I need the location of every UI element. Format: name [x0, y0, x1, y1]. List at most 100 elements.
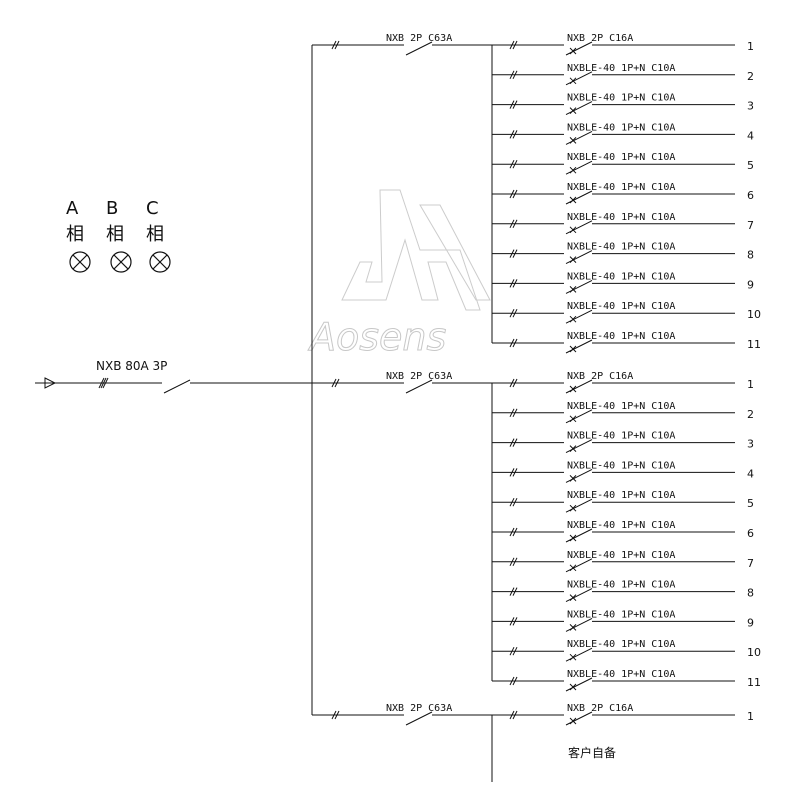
cable-slash [509, 617, 515, 626]
circuit-breaker-label: NXBLE-40 1P+N C10A [567, 460, 675, 471]
cable-slash [509, 159, 515, 169]
circuit-number: 1 [747, 40, 754, 53]
circuit-breaker-label: NXBLE-40 1P+N C10A [567, 152, 675, 163]
cable-slash [512, 438, 518, 447]
circuit-number: 6 [747, 189, 754, 202]
circuit-trip-mark [569, 315, 577, 323]
phase-b-letter: B [106, 198, 118, 219]
circuit-trip-mark [569, 385, 577, 393]
group-breaker-label: NXB 2P C63A [386, 33, 452, 44]
circuit-trip-mark [569, 137, 577, 144]
main-breaker-label: NXB 80A 3P [96, 359, 167, 373]
cable-slash [512, 279, 518, 288]
circuit-breaker-contact [565, 588, 593, 603]
cable-slash [509, 468, 515, 477]
circuit-trip-mark [569, 47, 577, 55]
circuit-breaker-label: NXB 2P C16A [567, 33, 633, 44]
cable-slash [512, 646, 518, 656]
cable-slash [509, 100, 515, 109]
cable-slash [331, 710, 337, 720]
circuit-breaker-label: NXBLE-40 1P+N C10A [567, 212, 675, 223]
circuit-trip-mark [569, 445, 577, 452]
circuit-breaker-contact [565, 190, 593, 205]
circuit-number: 8 [747, 249, 754, 262]
circuit-trip-mark [569, 534, 577, 542]
cable-slash [334, 40, 340, 50]
cable-slash [512, 408, 518, 418]
circuit-breaker-contact [565, 130, 593, 145]
phase-a-lamp-icon [69, 251, 91, 273]
circuit-number: 3 [747, 100, 754, 113]
cable-slash [512, 40, 518, 50]
circuit-trip-mark [569, 594, 577, 601]
cable-slash [509, 308, 515, 318]
cable-slash [512, 468, 518, 477]
circuit-number: 7 [747, 219, 754, 232]
circuit-number: 2 [747, 70, 754, 83]
circuit-breaker-label: NXBLE-40 1P+N C10A [567, 271, 675, 282]
circuit-breaker-contact [565, 439, 593, 454]
group-breaker-contact [405, 379, 433, 394]
cable-slash [512, 497, 518, 507]
circuit-breaker-contact [565, 160, 593, 175]
cable-slash [512, 338, 518, 348]
circuit-breaker-label: NXBLE-40 1P+N C10A [567, 639, 675, 650]
circuit-breaker-contact [565, 379, 593, 394]
circuit-trip-mark [569, 256, 577, 263]
circuit-number: 5 [747, 497, 754, 510]
cable-slash [512, 130, 518, 139]
circuit-breaker-label: NXB 2P C16A [567, 371, 633, 382]
circuit-trip-mark [569, 717, 577, 725]
incoming-feeder: NXB 80A 3P [35, 45, 313, 715]
cable-slash [334, 378, 340, 388]
phase-a-letter: A [66, 198, 79, 219]
circuit-breaker-label: NXBLE-40 1P+N C10A [567, 431, 675, 442]
circuit-number: 11 [747, 676, 761, 689]
circuit-breaker-label: NXBLE-40 1P+N C10A [567, 93, 675, 104]
circuit-number: 5 [747, 159, 754, 172]
cable-slash [509, 189, 515, 199]
cable-slash [509, 527, 515, 537]
cable-slash [512, 100, 518, 109]
circuit-number: 4 [747, 467, 754, 480]
cable-slash [334, 710, 340, 720]
cable-slash [512, 710, 518, 720]
circuit-number: 10 [747, 308, 761, 321]
cable-slash [509, 219, 515, 229]
circuit-breaker-label: NXBLE-40 1P+N C10A [567, 301, 675, 312]
phase-b-lamp-icon [110, 251, 132, 273]
circuit-trip-mark [569, 653, 577, 661]
circuit-breaker-label: NXBLE-40 1P+N C10A [567, 331, 675, 342]
cable-slash [512, 557, 518, 567]
cable-slash [512, 189, 518, 199]
group-breaker-label: NXB 2P C63A [386, 703, 452, 714]
circuit-number: 11 [747, 338, 761, 351]
circuit-breaker-contact [565, 468, 593, 483]
group-breaker-contact [405, 711, 433, 726]
circuit-breaker-contact [565, 528, 593, 543]
cable-slash [512, 617, 518, 626]
circuit-trip-mark [569, 196, 577, 204]
circuit-number: 9 [747, 616, 754, 629]
circuit-number: 6 [747, 527, 754, 540]
customer-supplied-note: 客户自备 [568, 745, 616, 760]
circuit-number: 8 [747, 587, 754, 600]
circuit-trip-mark [569, 286, 577, 293]
circuit-breaker-contact [565, 498, 593, 513]
circuit-breaker-label: NXBLE-40 1P+N C10A [567, 63, 675, 74]
cable-slash [509, 438, 515, 447]
watermark-text: Aosens [307, 315, 446, 359]
phase-c-letter: C [146, 198, 159, 219]
circuit-breaker-label: NXBLE-40 1P+N C10A [567, 520, 675, 531]
circuit-breaker-contact [565, 711, 593, 726]
circuit-number: 3 [747, 438, 754, 451]
phase-indicators: A B C 相 相 相 [66, 198, 171, 273]
circuit-breaker-label: NXBLE-40 1P+N C10A [567, 609, 675, 620]
cable-slash [512, 249, 518, 258]
circuit-breaker-contact [565, 339, 593, 354]
cable-slash [512, 159, 518, 169]
cable-slash [509, 40, 515, 50]
cable-slash [512, 70, 518, 80]
